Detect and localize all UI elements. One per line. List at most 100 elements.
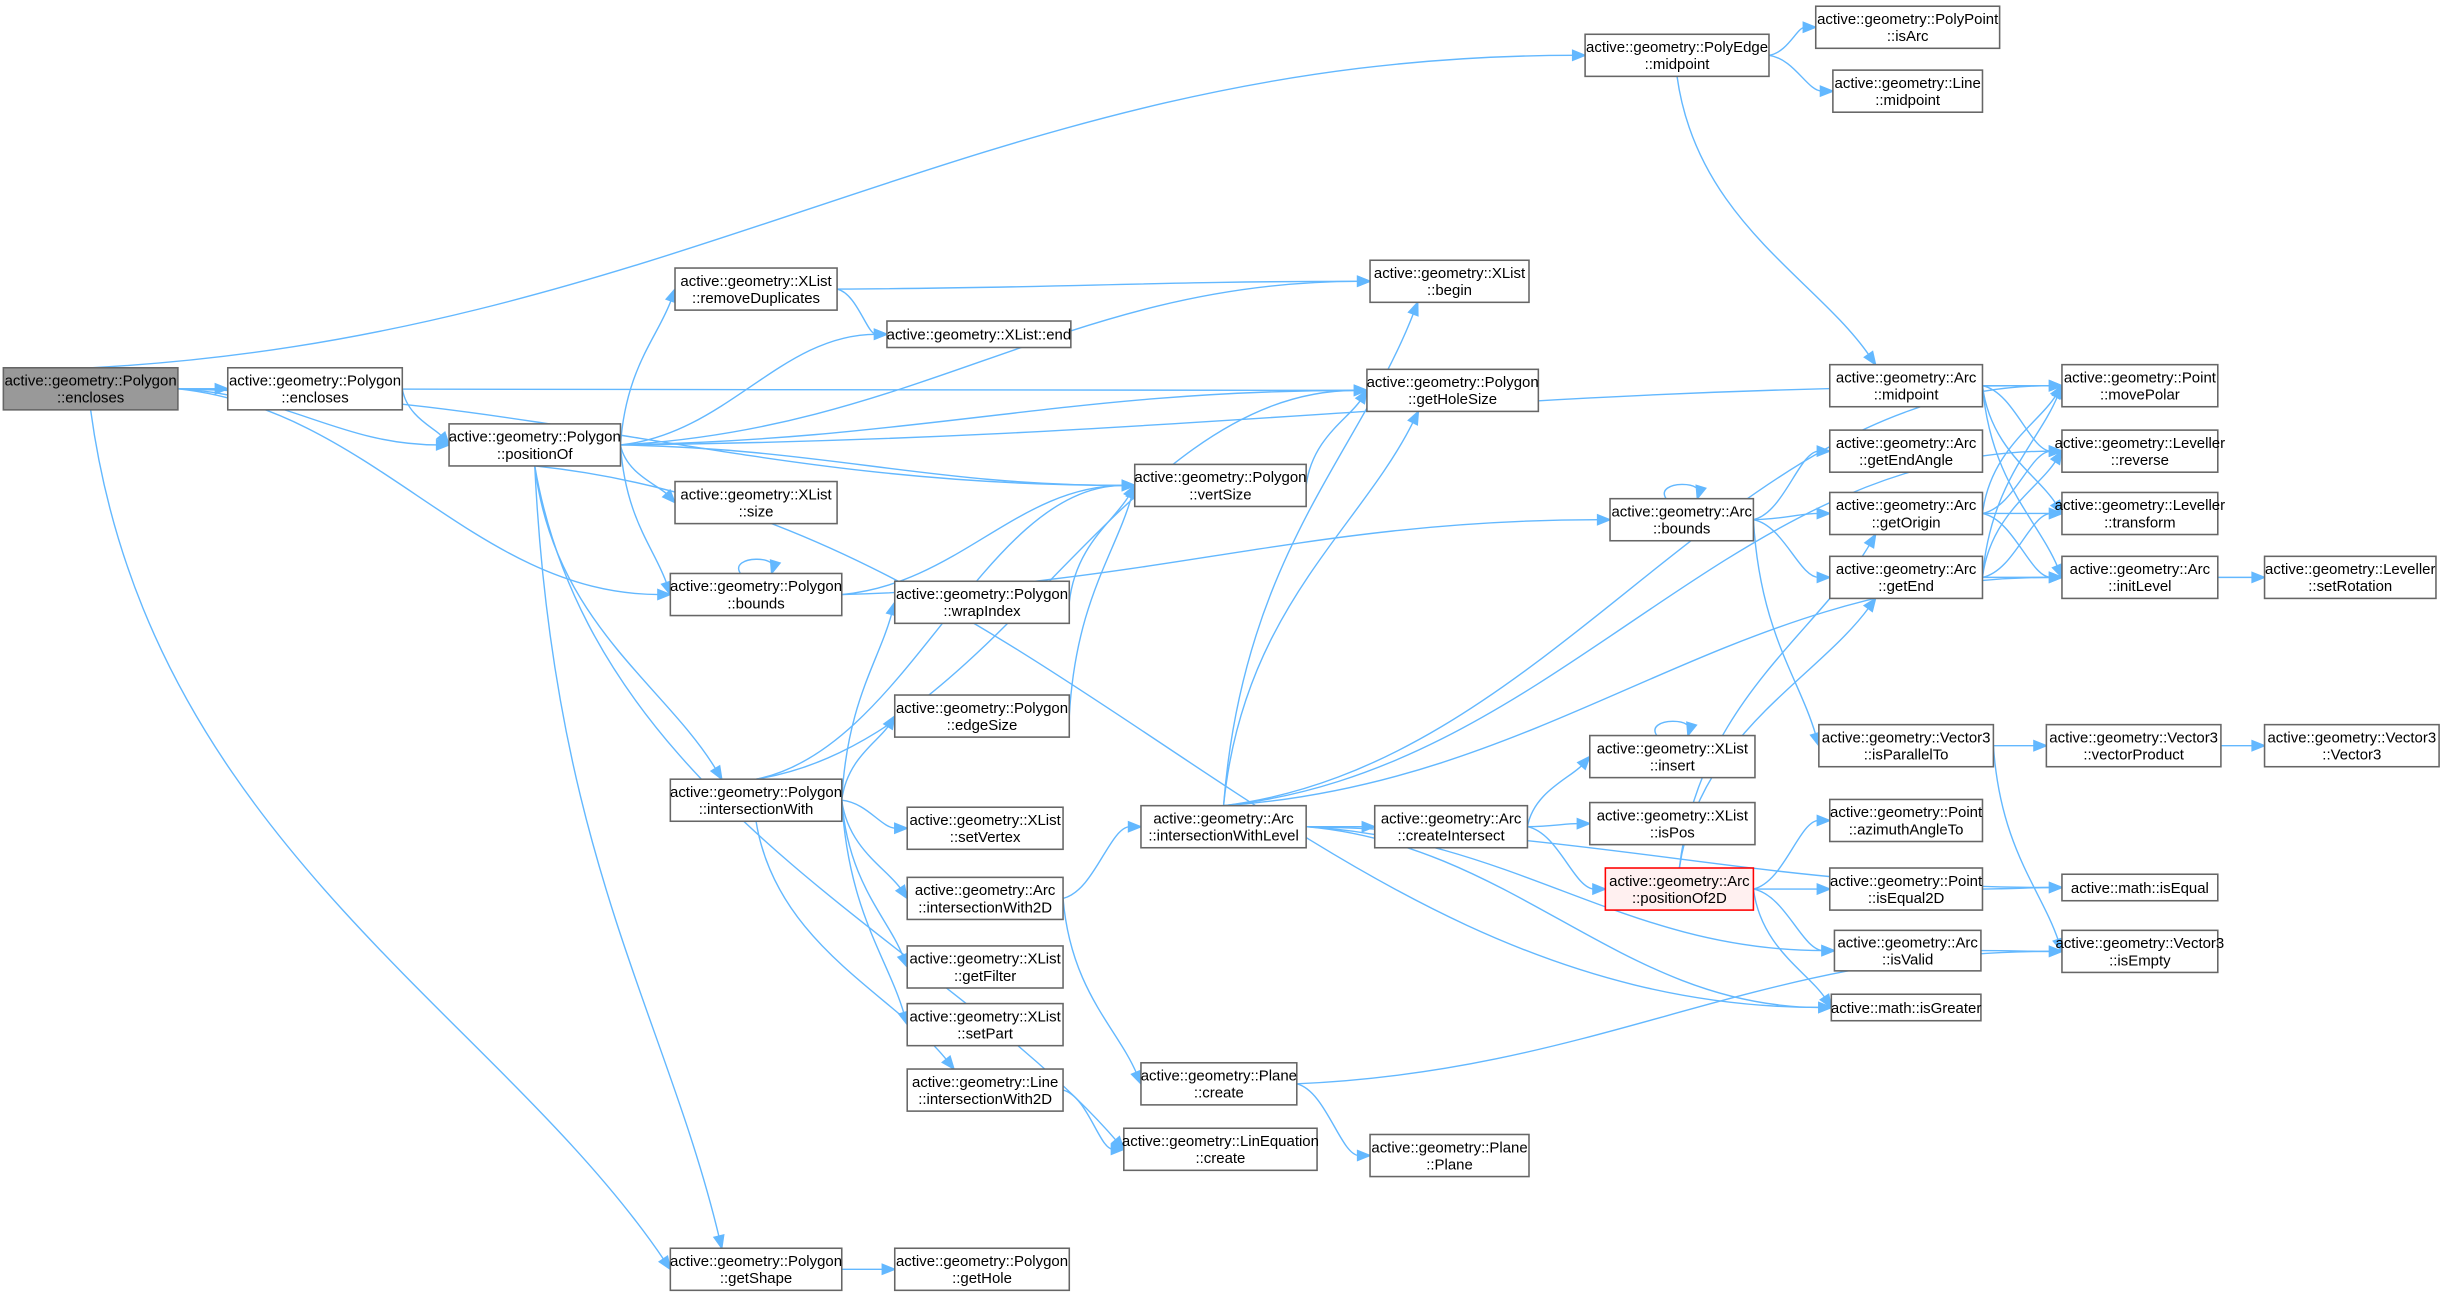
node-abounds[interactable]: active::geometry::Arc::bounds [1609, 497, 1755, 542]
node-is-greater[interactable]: active::math::isGreater [1830, 993, 1982, 1022]
node-box [1140, 1062, 1298, 1106]
node-line-int2-d[interactable]: active::geometry::Line::intersectionWith… [906, 1068, 1064, 1112]
node-pbounds[interactable]: active::geometry::Polygon::bounds [669, 572, 843, 617]
node-get-shape[interactable]: active::geometry::Polygon::getShape [669, 1247, 843, 1292]
node-box [1832, 69, 1984, 113]
node-box [906, 1068, 1064, 1112]
node-is-empty[interactable]: active::geometry::Vector3::isEmpty [2056, 929, 2225, 974]
node-label: ::begin [1427, 282, 1472, 299]
edge-pos-of-to-pbounds [619, 444, 668, 585]
node-move-polar[interactable]: active::geometry::Point::movePolar [2061, 363, 2219, 408]
node-plane-plane[interactable]: active::geometry::Plane::Plane [1369, 1133, 1530, 1178]
node-box [1828, 491, 1984, 536]
node-insert[interactable]: active::geometry::XList::insert [1588, 734, 1756, 779]
node-edge-size[interactable]: active::geometry::Polygon::edgeSize [893, 694, 1071, 738]
node-is-pos[interactable]: active::geometry::XList::isPos [1588, 801, 1756, 846]
node-label: active::geometry::XList [680, 273, 832, 290]
node-label: ::isParallelTo [1864, 747, 1949, 764]
node-vec-prod[interactable]: active::geometry::Vector3::vectorProduct [2045, 723, 2222, 768]
node-box [1369, 1133, 1530, 1178]
node-is-valid[interactable]: active::geometry::Arc::isValid [1833, 929, 1982, 972]
node-rem-dup[interactable]: active::geometry::XList::removeDuplicate… [674, 267, 838, 311]
node-label: active::geometry::Arc [915, 882, 1056, 899]
node-label: active::geometry::PolyPoint [1817, 11, 1999, 28]
edge-pos-of-to-xsize [619, 444, 669, 496]
node-xsize[interactable]: active::geometry::XList::size [674, 480, 838, 525]
node-xend[interactable]: active::geometry::XList::end [886, 320, 1072, 349]
node-get-filter[interactable]: active::geometry::XList::getFilter [906, 945, 1064, 989]
node-label: active::geometry::Polygon [449, 429, 621, 446]
node-pe-mid[interactable]: active::geometry::PolyEdge::midpoint [1584, 33, 1770, 78]
edge-pinter-to-wrap-idx [841, 612, 893, 801]
arrowhead [873, 328, 889, 341]
node-line-mid[interactable]: active::geometry::Line::midpoint [1832, 69, 1984, 113]
node-set-vertex[interactable]: active::geometry::XList::setVertex [906, 806, 1064, 851]
node-box [669, 572, 843, 617]
edge-pos-of-to-lin-eq-create [534, 465, 1118, 1142]
node-hole-size[interactable]: active::geometry::Polygon::getHoleSize [1366, 368, 1540, 413]
node-plane-create[interactable]: active::geometry::Plane::create [1140, 1062, 1298, 1106]
node-is-equal2-d[interactable]: active::geometry::Point::isEqual2D [1828, 867, 1984, 911]
node-label: ::midpoint [1645, 56, 1711, 73]
node-get-hole[interactable]: active::geometry::Polygon::getHole [893, 1247, 1071, 1292]
node-label: ::wrapIndex [943, 603, 1021, 620]
node-box [1123, 1127, 1318, 1172]
edge-pos-of2-d-to-azimuth [1753, 819, 1819, 890]
node-azimuth[interactable]: active::geometry::Point::azimuthAngleTo [1828, 798, 1984, 843]
node-box [2263, 723, 2440, 768]
node-box [2061, 429, 2219, 473]
arrowhead [1576, 817, 1592, 830]
node-pos-of[interactable]: active::geometry::Polygon::positionOf [448, 423, 622, 467]
node-create-int[interactable]: active::geometry::Arc::createIntersect [1373, 804, 1529, 849]
node-box [1366, 368, 1540, 413]
node-label: ::vertSize [1189, 486, 1251, 503]
node-box [2061, 929, 2219, 974]
node-xbegin[interactable]: active::geometry::XList::begin [1369, 259, 1530, 304]
node-end-angle[interactable]: active::geometry::Arc::getEndAngle [1828, 429, 1984, 473]
edge-pbounds-to-pbounds [737, 558, 775, 574]
node-pos-of2-d[interactable]: active::geometry::Arc::positionOf2D [1604, 867, 1755, 911]
edge-pos-of-to-rem-dup [619, 299, 673, 445]
node-box [1133, 463, 1307, 508]
arrowhead [1130, 1069, 1142, 1086]
node-label: active::math::isEqual [2071, 880, 2209, 897]
node-label: active::geometry::Point [1830, 873, 1983, 890]
arrowhead [1576, 755, 1592, 771]
node-set-part[interactable]: active::geometry::XList::setPart [906, 1002, 1064, 1047]
node-wrap-idx[interactable]: active::geometry::Polygon::wrapIndex [893, 580, 1071, 625]
node-label: ::size [739, 503, 774, 520]
arrowhead [1816, 883, 1832, 896]
node-pinter[interactable]: active::geometry::Polygon::intersectionW… [669, 778, 843, 823]
node-is-equal[interactable]: active::math::isEqual [2061, 873, 2219, 902]
node-arc-int2-d[interactable]: active::geometry::Arc::intersectionWith2… [906, 876, 1064, 921]
edge-is-equal2-d-to-is-equal [1982, 886, 2052, 890]
node-get-end[interactable]: active::geometry::Arc::getEnd [1828, 555, 1984, 600]
node-set-rot[interactable]: active::geometry::Leveller::setRotation [2263, 555, 2437, 600]
node-lin-eq-create[interactable]: active::geometry::LinEquation::create [1122, 1127, 1319, 1172]
node-vec3[interactable]: active::geometry::Vector3::Vector3 [2263, 723, 2440, 768]
node-label: active::geometry::Polygon [896, 1253, 1068, 1270]
node-is-parallel[interactable]: active::geometry::Vector3::isParallelTo [1818, 723, 1995, 768]
node-label: ::isEqual2D [1868, 890, 1945, 907]
node-label: active::geometry::XList::end [887, 327, 1072, 344]
node-label: ::bounds [1653, 521, 1710, 538]
node-init-level[interactable]: active::geometry::Arc::initLevel [2061, 555, 2219, 600]
node-vert-size[interactable]: active::geometry::Polygon::vertSize [1133, 463, 1307, 508]
node-label: active::geometry::Arc [1836, 435, 1977, 452]
node-int-level[interactable]: active::geometry::Arc::intersectionWithL… [1140, 804, 1307, 849]
node-transform[interactable]: active::geometry::Leveller::transform [2055, 491, 2225, 536]
node-root[interactable]: active::geometry::Polygon::encloses [2, 366, 179, 411]
node-label: active::geometry::XList [1597, 740, 1749, 757]
node-label: ::getFilter [954, 968, 1016, 985]
node-label: active::geometry::Arc [1381, 810, 1522, 827]
arrowhead [2048, 507, 2064, 520]
edge-pos-of-to-xbegin [620, 280, 1360, 446]
node-reverse[interactable]: active::geometry::Leveller::reverse [2055, 429, 2225, 473]
nodes-layer: active::geometry::Polygon::enclosesactiv… [2, 5, 2440, 1292]
node-is-arc[interactable]: active::geometry::PolyPoint::isArc [1814, 5, 2001, 50]
arrowhead [657, 1255, 672, 1271]
node-label: active::geometry::Arc [1837, 934, 1978, 951]
node-arc-mid[interactable]: active::geometry::Arc::midpoint [1828, 363, 1984, 408]
node-penc[interactable]: active::geometry::Polygon::encloses [226, 366, 404, 411]
node-get-origin[interactable]: active::geometry::Arc::getOrigin [1828, 491, 1984, 536]
